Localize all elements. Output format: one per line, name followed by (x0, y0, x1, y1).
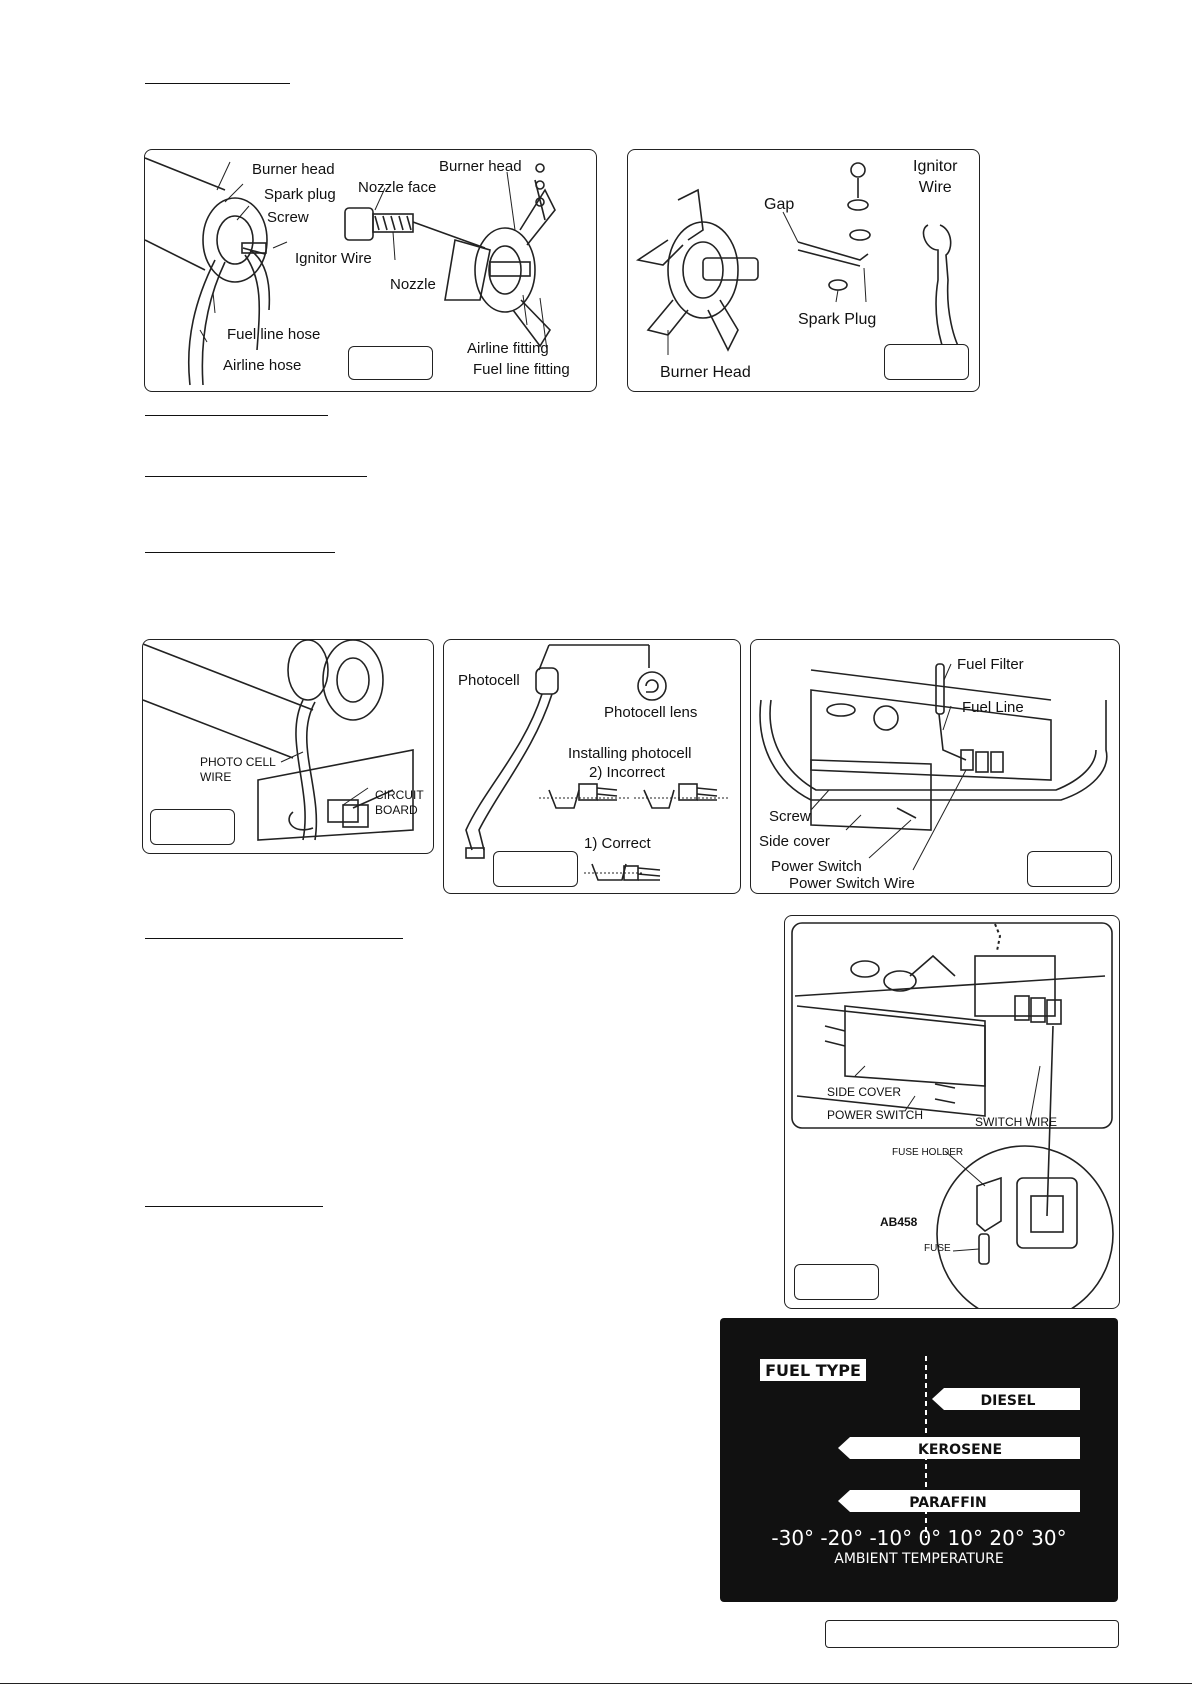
label-burner-head: Burner Head (660, 364, 751, 381)
label-incorrect: 2) Incorrect (589, 764, 665, 781)
heading-underline-4 (145, 552, 335, 553)
label-gap: Gap (764, 196, 795, 213)
figure-number-box (493, 851, 578, 887)
heading-underline-3 (145, 476, 367, 477)
figure-caption-box (825, 1620, 1119, 1648)
fuse-drawing (791, 922, 1114, 1308)
figure-side-cover: Fuel Filter Fuel Line Screw Side cover P… (750, 639, 1120, 894)
burner-assembly-drawing (145, 157, 556, 386)
label-fuel-line: Fuel Line (962, 699, 1024, 716)
heading-underline-5 (145, 938, 403, 939)
figure-spark-plug-gap: Ignitor Wire Gap Spark Plug Burner Head (627, 149, 980, 392)
label-ignitor-wire: Ignitor Wire (913, 158, 958, 196)
spark-plug-drawing (635, 162, 964, 361)
label-photocell-lens: Photocell lens (604, 704, 698, 721)
label-fuel-line-hose: Fuel line hose (227, 326, 321, 343)
heading-underline-6 (145, 1206, 323, 1207)
fuel-diesel: DIESEL (981, 1393, 1036, 1409)
label-burner-head-2: Burner head (439, 158, 522, 175)
temperature-scale: -30° -20° -10° 0° 10° 20° 30° (771, 1526, 1066, 1550)
figure-number-box (150, 809, 235, 845)
label-photocell: Photocell (458, 672, 520, 689)
label-fuse: FUSE (924, 1243, 951, 1254)
label-burner-head-1: Burner head (252, 161, 335, 178)
figure-number-box (1027, 851, 1112, 887)
label-side-cover: SIDE COVER (827, 1085, 902, 1099)
label-fuse-holder: FUSE HOLDER (892, 1147, 964, 1158)
label-spark-plug: Spark plug (264, 186, 336, 203)
photocell-install-drawing (465, 644, 729, 881)
label-airline-fitting: Airline fitting (467, 340, 549, 357)
label-screw: Screw (769, 808, 811, 825)
label-ab458: AB458 (880, 1215, 918, 1229)
fuel-type-title: FUEL TYPE (765, 1361, 861, 1380)
label-installing-photocell: Installing photocell (568, 745, 692, 762)
label-switch-wire: SWITCH WIRE (975, 1115, 1057, 1129)
figure-photocell-install: Photocell Photocell lens Installing phot… (443, 639, 741, 894)
label-fuel-line-fitting: Fuel line fitting (473, 361, 570, 378)
label-photo-cell-wire: PHOTO CELL WIRE (200, 755, 276, 784)
label-correct: 1) Correct (584, 835, 651, 852)
label-airline-hose: Airline hose (223, 357, 302, 374)
figure-burner-assembly: Burner head Spark plug Screw Nozzle face… (144, 149, 597, 392)
label-spark-plug: Spark Plug (798, 311, 877, 328)
fuel-kerosene: KEROSENE (918, 1442, 1002, 1458)
label-circuit-board: CIRCUIT BOARD (375, 788, 424, 817)
label-ignitor-wire: Ignitor Wire (295, 250, 372, 267)
photocell-wire-drawing (143, 640, 414, 841)
heading-underline-1 (145, 83, 290, 84)
figure-number-box (348, 346, 433, 380)
figure-number-box (884, 344, 969, 380)
label-nozzle-face: Nozzle face (358, 179, 437, 196)
heading-underline-2 (145, 415, 328, 416)
label-screw: Screw (267, 209, 309, 226)
label-nozzle: Nozzle (390, 276, 436, 293)
fuel-type-chart: FUEL TYPE DIESEL KEROSENE PARAFFIN -30° … (720, 1318, 1118, 1602)
label-fuel-filter: Fuel Filter (957, 656, 1024, 673)
label-power-switch: POWER SWITCH (827, 1108, 923, 1122)
ambient-temperature-label: AMBIENT TEMPERATURE (834, 1551, 1004, 1567)
footer-rule (0, 1683, 1192, 1684)
side-cover-drawing (759, 663, 1108, 871)
label-side-cover: Side cover (759, 833, 830, 850)
figure-fuse: SIDE COVER POWER SWITCH SWITCH WIRE FUSE… (784, 915, 1120, 1309)
label-power-switch-wire: Power Switch Wire (789, 875, 915, 892)
fuel-paraffin: PARAFFIN (909, 1495, 986, 1511)
figure-photocell-wire: PHOTO CELL WIRE CIRCUIT BOARD (142, 639, 434, 854)
label-power-switch: Power Switch (771, 858, 862, 875)
figure-number-box (794, 1264, 879, 1300)
fuel-type-graphic: FUEL TYPE DIESEL KEROSENE PARAFFIN -30° … (760, 1356, 1080, 1567)
